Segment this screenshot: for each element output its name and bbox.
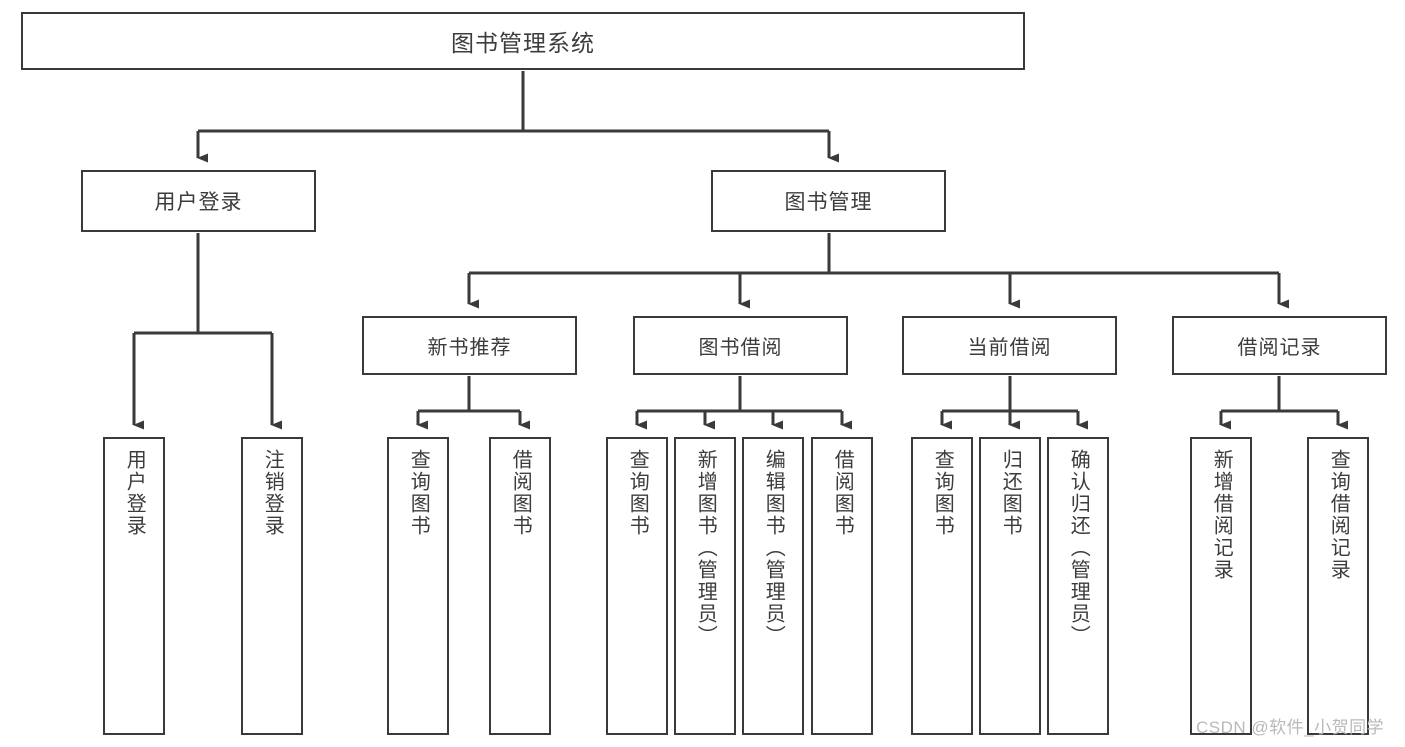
leaf-borrow-borrow-book-label: 借阅图书	[831, 449, 854, 537]
leaf-borrow-borrow-book[interactable]: 借阅图书	[811, 437, 873, 735]
node-borrow-record[interactable]: 借阅记录	[1172, 316, 1387, 375]
leaf-current-return-book[interactable]: 归还图书	[979, 437, 1041, 735]
node-new-book-recommend[interactable]: 新书推荐	[362, 316, 577, 375]
leaf-borrow-add-book[interactable]: 新增图书（管理员）	[674, 437, 736, 735]
leaf-current-confirm-return-label: 确认归还（管理员）	[1067, 449, 1090, 647]
leaf-record-add-record[interactable]: 新增借阅记录	[1190, 437, 1252, 735]
node-current-borrow[interactable]: 当前借阅	[902, 316, 1117, 375]
leaf-recommend-borrow-book-label: 借阅图书	[509, 449, 532, 537]
leaf-borrow-add-book-label: 新增图书（管理员）	[694, 449, 717, 647]
node-user-login[interactable]: 用户登录	[81, 170, 316, 232]
leaf-borrow-edit-book-label: 编辑图书（管理员）	[762, 449, 785, 647]
leaf-user-login[interactable]: 用户登录	[103, 437, 165, 735]
node-book-borrow[interactable]: 图书借阅	[633, 316, 848, 375]
leaf-current-query-book-label: 查询图书	[931, 449, 954, 537]
node-book-management[interactable]: 图书管理	[711, 170, 946, 232]
leaf-record-query-record[interactable]: 查询借阅记录	[1307, 437, 1369, 735]
leaf-borrow-query-book[interactable]: 查询图书	[606, 437, 668, 735]
leaf-record-add-record-label: 新增借阅记录	[1210, 449, 1233, 581]
leaf-recommend-borrow-book[interactable]: 借阅图书	[489, 437, 551, 735]
node-root-label: 图书管理系统	[451, 30, 595, 56]
leaf-borrow-query-book-label: 查询图书	[626, 449, 649, 537]
leaf-current-return-book-label: 归还图书	[999, 449, 1022, 537]
node-book-borrow-label: 图书借阅	[698, 337, 783, 359]
node-root[interactable]: 图书管理系统	[21, 12, 1025, 70]
node-new-book-recommend-label: 新书推荐	[427, 337, 512, 359]
leaf-logout-label: 注销登录	[261, 449, 284, 537]
leaf-logout[interactable]: 注销登录	[241, 437, 303, 735]
leaf-user-login-label: 用户登录	[123, 449, 146, 537]
leaf-current-query-book[interactable]: 查询图书	[911, 437, 973, 735]
leaf-current-confirm-return[interactable]: 确认归还（管理员）	[1047, 437, 1109, 735]
node-borrow-record-label: 借阅记录	[1237, 337, 1322, 359]
leaf-record-query-record-label: 查询借阅记录	[1327, 449, 1350, 581]
watermark: CSDN @软件_小贺同学	[1196, 718, 1385, 737]
leaf-recommend-query-book-label: 查询图书	[407, 449, 430, 537]
node-user-login-label: 用户登录	[154, 191, 243, 214]
leaf-borrow-edit-book[interactable]: 编辑图书（管理员）	[742, 437, 804, 735]
node-current-borrow-label: 当前借阅	[967, 337, 1052, 359]
node-book-management-label: 图书管理	[784, 191, 873, 214]
leaf-recommend-query-book[interactable]: 查询图书	[387, 437, 449, 735]
